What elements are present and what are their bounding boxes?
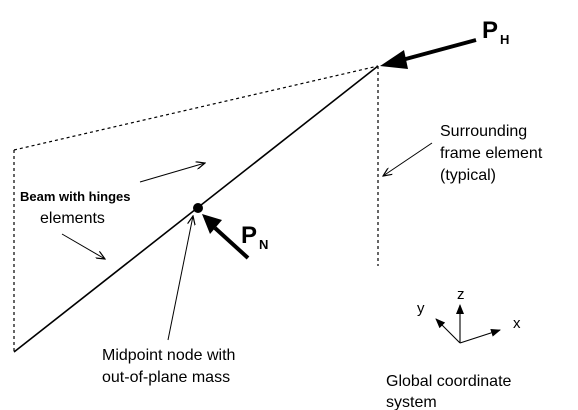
y-axis-label: y [417, 300, 425, 317]
surrounding-frame [13, 65, 379, 352]
midpoint-node [193, 203, 203, 213]
midpoint-label-line2: out-of-plane mass [102, 369, 230, 386]
frame-leader [383, 142, 433, 176]
frame-top-edge [13, 65, 379, 151]
frame-label-line3: (typical) [440, 167, 496, 184]
midpoint-label-line1: Midpoint node with [102, 347, 235, 364]
x-axis-label: x [513, 315, 521, 332]
z-axis-label: z [457, 286, 465, 303]
beam-label-line1: Beam with hinges [20, 189, 131, 204]
coordinate-axes: z x y [417, 286, 521, 344]
load-ph-subscript: H [500, 32, 509, 47]
beam-leader-upper [139, 163, 205, 183]
global-label-line1: Global coordinate [386, 373, 512, 390]
load-ph-symbol: P [482, 17, 498, 44]
y-axis [435, 318, 461, 344]
midpoint-leader [167, 216, 193, 341]
frame-label-line1: Surrounding [440, 123, 527, 140]
load-pn-subscript: N [259, 237, 268, 252]
global-label-line2: system [386, 394, 437, 410]
beam-label-line2: elements [40, 210, 105, 227]
x-axis [459, 328, 501, 344]
frame-label-line2: frame element [440, 145, 543, 162]
load-pn-symbol: P [241, 222, 257, 249]
load-ph-arrow [380, 38, 477, 69]
beam-leader-lower [61, 233, 105, 259]
load-pn-arrow [202, 214, 250, 260]
